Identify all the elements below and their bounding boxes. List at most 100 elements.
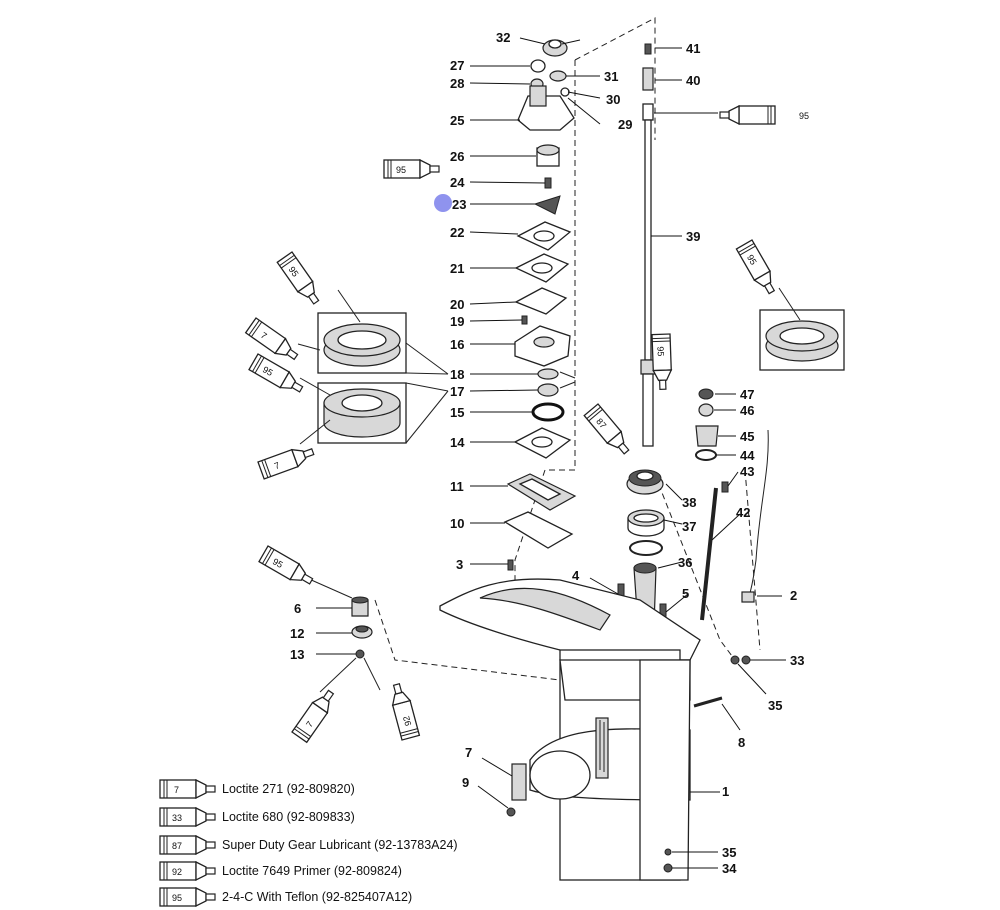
callout-15: 15 bbox=[450, 405, 464, 420]
seal-detail-panels-left bbox=[297, 289, 576, 445]
callout-21: 21 bbox=[450, 261, 464, 276]
water-pump-parts bbox=[503, 39, 577, 571]
callout-30: 30 bbox=[606, 92, 620, 107]
legend-code: 87 bbox=[172, 841, 182, 851]
leader-lines-left bbox=[469, 37, 601, 565]
tube-label: 95 bbox=[271, 556, 285, 570]
seal-detail-panel-right bbox=[759, 287, 845, 371]
sealant-tube-95-low: 95 bbox=[258, 545, 317, 590]
callout-23: 23 bbox=[452, 197, 466, 212]
callout-46: 46 bbox=[740, 403, 754, 418]
callout-34: 34 bbox=[722, 861, 737, 876]
callout-7: 7 bbox=[465, 745, 472, 760]
tube-label: 95 bbox=[799, 111, 809, 121]
callout-36: 36 bbox=[678, 555, 692, 570]
legend-code: 95 bbox=[172, 893, 182, 903]
legend-text: Loctite 7649 Primer (92-809824) bbox=[222, 864, 402, 878]
legend-row-87: 87 Super Duty Gear Lubricant (92-13783A2… bbox=[159, 835, 458, 855]
sealant-tube-7-b: 7 bbox=[257, 442, 317, 480]
legend-row-7: 7 Loctite 271 (92-809820) bbox=[159, 779, 355, 799]
pinion-parts bbox=[299, 574, 381, 693]
callout-19: 19 bbox=[450, 314, 464, 329]
callout-5: 5 bbox=[682, 586, 689, 601]
gear-housing bbox=[439, 578, 786, 881]
callout-13: 13 bbox=[290, 647, 304, 662]
legend-row-92: 92 Loctite 7649 Primer (92-809824) bbox=[159, 861, 402, 881]
sealant-tube-87: 87 bbox=[583, 403, 635, 459]
legend-code: 7 bbox=[174, 785, 179, 795]
sealant-tube-95-top: 95 bbox=[383, 159, 440, 179]
sealant-tube-7-c: 7 bbox=[291, 686, 339, 743]
sealant-tube-95-mid: 95 bbox=[248, 353, 307, 398]
callout-16: 16 bbox=[450, 337, 464, 352]
tube-label: 87 bbox=[594, 416, 608, 430]
callout-38: 38 bbox=[682, 495, 696, 510]
highlight-marker[interactable] bbox=[434, 194, 452, 212]
callout-4: 4 bbox=[572, 568, 580, 583]
sealant-tube-92: 92 bbox=[387, 681, 421, 741]
callout-10: 10 bbox=[450, 516, 464, 531]
callout-40: 40 bbox=[686, 73, 700, 88]
legend-text: Loctite 680 (92-809833) bbox=[222, 810, 355, 824]
callout-27: 27 bbox=[450, 58, 464, 73]
callout-14: 14 bbox=[450, 435, 465, 450]
legend-text: Super Duty Gear Lubricant (92-13783A24) bbox=[222, 838, 458, 852]
callout-42: 42 bbox=[736, 505, 750, 520]
legend-text: Loctite 271 (92-809820) bbox=[222, 782, 355, 796]
callout-numbers: 32 27 28 25 26 24 23 22 21 20 19 16 18 1… bbox=[290, 30, 804, 876]
callout-1: 1 bbox=[722, 784, 729, 799]
legend-code: 92 bbox=[172, 867, 182, 877]
sealant-tube-95-left: 95 bbox=[276, 251, 325, 309]
tube-icon bbox=[159, 779, 216, 799]
legend-text: 2-4-C With Teflon (92-825407A12) bbox=[222, 890, 412, 904]
callout-35-upper: 35 bbox=[768, 698, 782, 713]
callout-35-lower: 35 bbox=[722, 845, 736, 860]
tube-icon bbox=[159, 861, 216, 881]
callout-32: 32 bbox=[496, 30, 510, 45]
tube-label: 95 bbox=[261, 364, 275, 378]
callout-17: 17 bbox=[450, 384, 464, 399]
tube-label: 7 bbox=[273, 460, 281, 471]
callout-25: 25 bbox=[450, 113, 464, 128]
callout-3: 3 bbox=[456, 557, 463, 572]
sealant-tube-95-right: 95 bbox=[735, 239, 781, 298]
tube-label: 95 bbox=[287, 265, 301, 279]
callout-37: 37 bbox=[682, 519, 696, 534]
sealant-legend: 7 Loctite 271 (92-809820) 33 Loctite 680… bbox=[159, 779, 458, 907]
callout-22: 22 bbox=[450, 225, 464, 240]
legend-code: 33 bbox=[172, 813, 182, 823]
tube-label: 95 bbox=[396, 165, 406, 175]
callout-45: 45 bbox=[740, 429, 754, 444]
callout-43: 43 bbox=[740, 464, 754, 479]
assembly-guide-lines bbox=[374, 17, 761, 681]
legend-row-33: 33 Loctite 680 (92-809833) bbox=[159, 807, 355, 827]
callout-6: 6 bbox=[294, 601, 301, 616]
tube-label: 95 bbox=[745, 253, 759, 267]
tube-icon bbox=[159, 807, 216, 827]
tube-label: 92 bbox=[401, 715, 413, 727]
callout-8: 8 bbox=[738, 735, 745, 750]
callout-26: 26 bbox=[450, 149, 464, 164]
callout-41: 41 bbox=[686, 41, 700, 56]
callout-44: 44 bbox=[740, 448, 755, 463]
callout-20: 20 bbox=[450, 297, 464, 312]
callout-29: 29 bbox=[618, 117, 632, 132]
tube-icon bbox=[159, 835, 216, 855]
callout-11: 11 bbox=[450, 479, 464, 494]
tube-label: 95 bbox=[655, 346, 665, 356]
legend-row-95: 95 2-4-C With Teflon (92-825407A12) bbox=[159, 887, 412, 907]
sealant-tube-95-shaft: 95 bbox=[719, 105, 809, 125]
callout-24: 24 bbox=[450, 175, 465, 190]
callout-39: 39 bbox=[686, 229, 700, 244]
callout-9: 9 bbox=[462, 775, 469, 790]
callout-33: 33 bbox=[790, 653, 804, 668]
tube-label: 7 bbox=[259, 330, 269, 341]
callout-28: 28 bbox=[450, 76, 464, 91]
callout-47: 47 bbox=[740, 387, 754, 402]
callout-18: 18 bbox=[450, 367, 464, 382]
callout-2: 2 bbox=[790, 588, 797, 603]
sealant-tube-95-pin: 95 bbox=[651, 333, 673, 391]
sealant-tube-7-a: 7 bbox=[245, 317, 302, 365]
tube-icon bbox=[159, 887, 216, 907]
